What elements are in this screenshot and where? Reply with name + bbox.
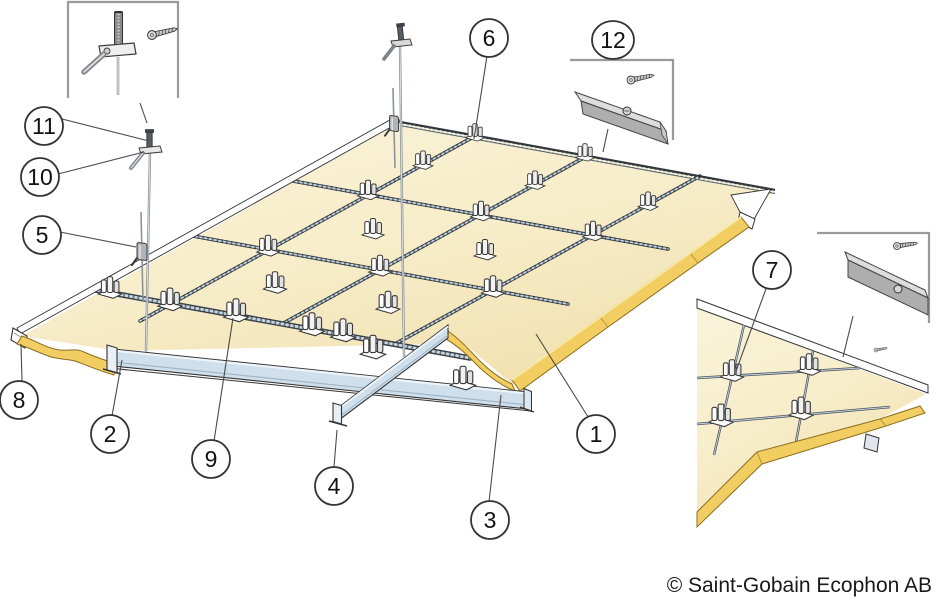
callout-8-label: 8 <box>13 387 26 413</box>
callout-10-label: 10 <box>27 164 53 190</box>
threaded-rod <box>114 11 123 47</box>
callout-9: 9 <box>191 439 231 479</box>
screw-icon <box>625 70 656 86</box>
corner-tiles <box>697 308 926 512</box>
leader-lines <box>20 55 854 503</box>
tile-edge-bevel <box>696 405 926 529</box>
hanger-center <box>382 22 413 358</box>
screw-icon <box>146 23 179 41</box>
anchor-hook <box>382 44 396 61</box>
callout-3-label: 3 <box>484 507 497 533</box>
callout-6-label: 6 <box>483 25 496 51</box>
wall-trim <box>696 298 929 394</box>
callout-1: 1 <box>576 414 616 454</box>
main-assembly <box>10 22 776 427</box>
anchor-plate <box>138 145 163 155</box>
anchor-pin <box>146 130 153 150</box>
callout-11: 11 <box>24 106 64 146</box>
tile-clip <box>449 365 477 391</box>
grid-rail <box>191 179 670 306</box>
angle-profile <box>573 91 669 145</box>
beam-end-cap <box>106 344 118 374</box>
hanger-left <box>129 129 163 353</box>
callout-12-label: 12 <box>600 27 626 53</box>
callout-6: 6 <box>469 18 509 58</box>
beam-end-cap <box>523 387 532 413</box>
callout-1-label: 1 <box>590 421 603 447</box>
callout-12: 12 <box>591 20 635 60</box>
callout-4-label: 4 <box>328 473 341 499</box>
callout-3: 3 <box>470 500 510 540</box>
front-main-runner <box>92 287 473 361</box>
callout-4: 4 <box>314 466 354 506</box>
callout-2: 2 <box>90 414 130 454</box>
callout-7: 7 <box>752 250 792 290</box>
edge-clip <box>863 433 880 453</box>
tile-clip <box>575 143 595 162</box>
callout-5: 5 <box>22 215 62 255</box>
callout-8: 8 <box>0 380 39 420</box>
callout-9-label: 9 <box>205 446 218 472</box>
ceiling-tiles <box>22 122 775 384</box>
anchor-pin <box>396 24 405 42</box>
callout-10: 10 <box>20 157 60 197</box>
detail-corner-view <box>696 231 931 529</box>
screw-icon <box>873 345 889 353</box>
tile-clip <box>97 276 123 299</box>
tile-edge-bevel <box>16 216 750 392</box>
detail-inset-corner-profile <box>817 231 931 353</box>
callout-5-label: 5 <box>36 222 49 248</box>
callout-7-label: 7 <box>766 257 779 283</box>
angle-profile <box>844 251 929 316</box>
detail-inset-hanger <box>66 0 180 98</box>
beam-end-cap <box>332 402 343 425</box>
screw-icon <box>892 239 919 251</box>
copyright-text: © Saint-Gobain Ecophon AB <box>667 574 932 597</box>
callout-11-label: 11 <box>32 113 56 139</box>
callout-2-label: 2 <box>104 421 117 447</box>
anchor-plate <box>390 38 413 48</box>
corner-trim-right <box>730 188 772 230</box>
detail-inset-wall-profile <box>570 58 675 145</box>
cross-beam <box>328 323 449 427</box>
